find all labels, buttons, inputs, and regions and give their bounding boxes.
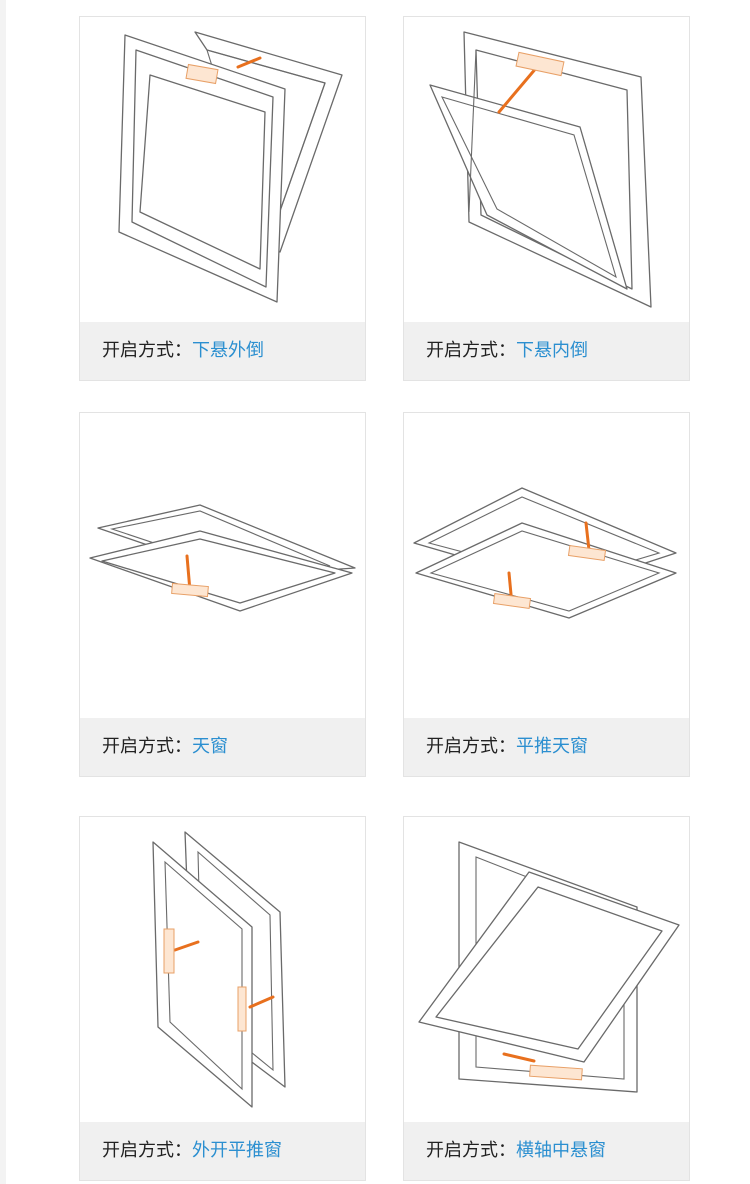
- opening-method-caption: 开启方式：下悬内倒: [404, 322, 689, 380]
- left-margin-rule: [0, 0, 6, 1184]
- outward-parallel-push-window-diagram-icon: [80, 817, 365, 1122]
- caption-value: 平推天窗: [516, 736, 588, 757]
- caption-label: 开启方式：: [426, 340, 516, 361]
- horizontal-pivot-window-diagram-icon: [404, 817, 689, 1122]
- window-card-bottom-hung-inward: 开启方式：下悬内倒: [403, 16, 690, 381]
- opening-method-caption: 开启方式：天窗: [80, 718, 365, 776]
- window-card-skylight: 开启方式：天窗: [79, 412, 366, 777]
- caption-label: 开启方式：: [102, 736, 192, 757]
- window-card-bottom-hung-outward: 开启方式：下悬外倒: [79, 16, 366, 381]
- bottom-hung-outward-window-diagram-icon: [80, 17, 365, 322]
- caption-label: 开启方式：: [426, 736, 516, 757]
- caption-value: 下悬外倒: [192, 340, 264, 361]
- window-card-outward-parallel-push: 开启方式：外开平推窗: [79, 816, 366, 1181]
- caption-value: 横轴中悬窗: [516, 1140, 606, 1161]
- opening-method-caption: 开启方式：横轴中悬窗: [404, 1122, 689, 1180]
- caption-label: 开启方式：: [102, 340, 192, 361]
- opening-method-caption: 开启方式：下悬外倒: [80, 322, 365, 380]
- skylight-window-diagram-icon: [80, 413, 365, 718]
- window-card-horizontal-pivot: 开启方式：横轴中悬窗: [403, 816, 690, 1181]
- opening-method-caption: 开启方式：外开平推窗: [80, 1122, 365, 1180]
- bottom-hung-inward-window-diagram-icon: [404, 17, 689, 322]
- caption-label: 开启方式：: [426, 1140, 516, 1161]
- window-card-parallel-push-skylight: 开启方式：平推天窗: [403, 412, 690, 777]
- opening-method-caption: 开启方式：平推天窗: [404, 718, 689, 776]
- caption-label: 开启方式：: [102, 1140, 192, 1161]
- parallel-push-skylight-diagram-icon: [404, 413, 689, 718]
- caption-value: 外开平推窗: [192, 1140, 282, 1161]
- caption-value: 下悬内倒: [516, 340, 588, 361]
- caption-value: 天窗: [192, 736, 228, 757]
